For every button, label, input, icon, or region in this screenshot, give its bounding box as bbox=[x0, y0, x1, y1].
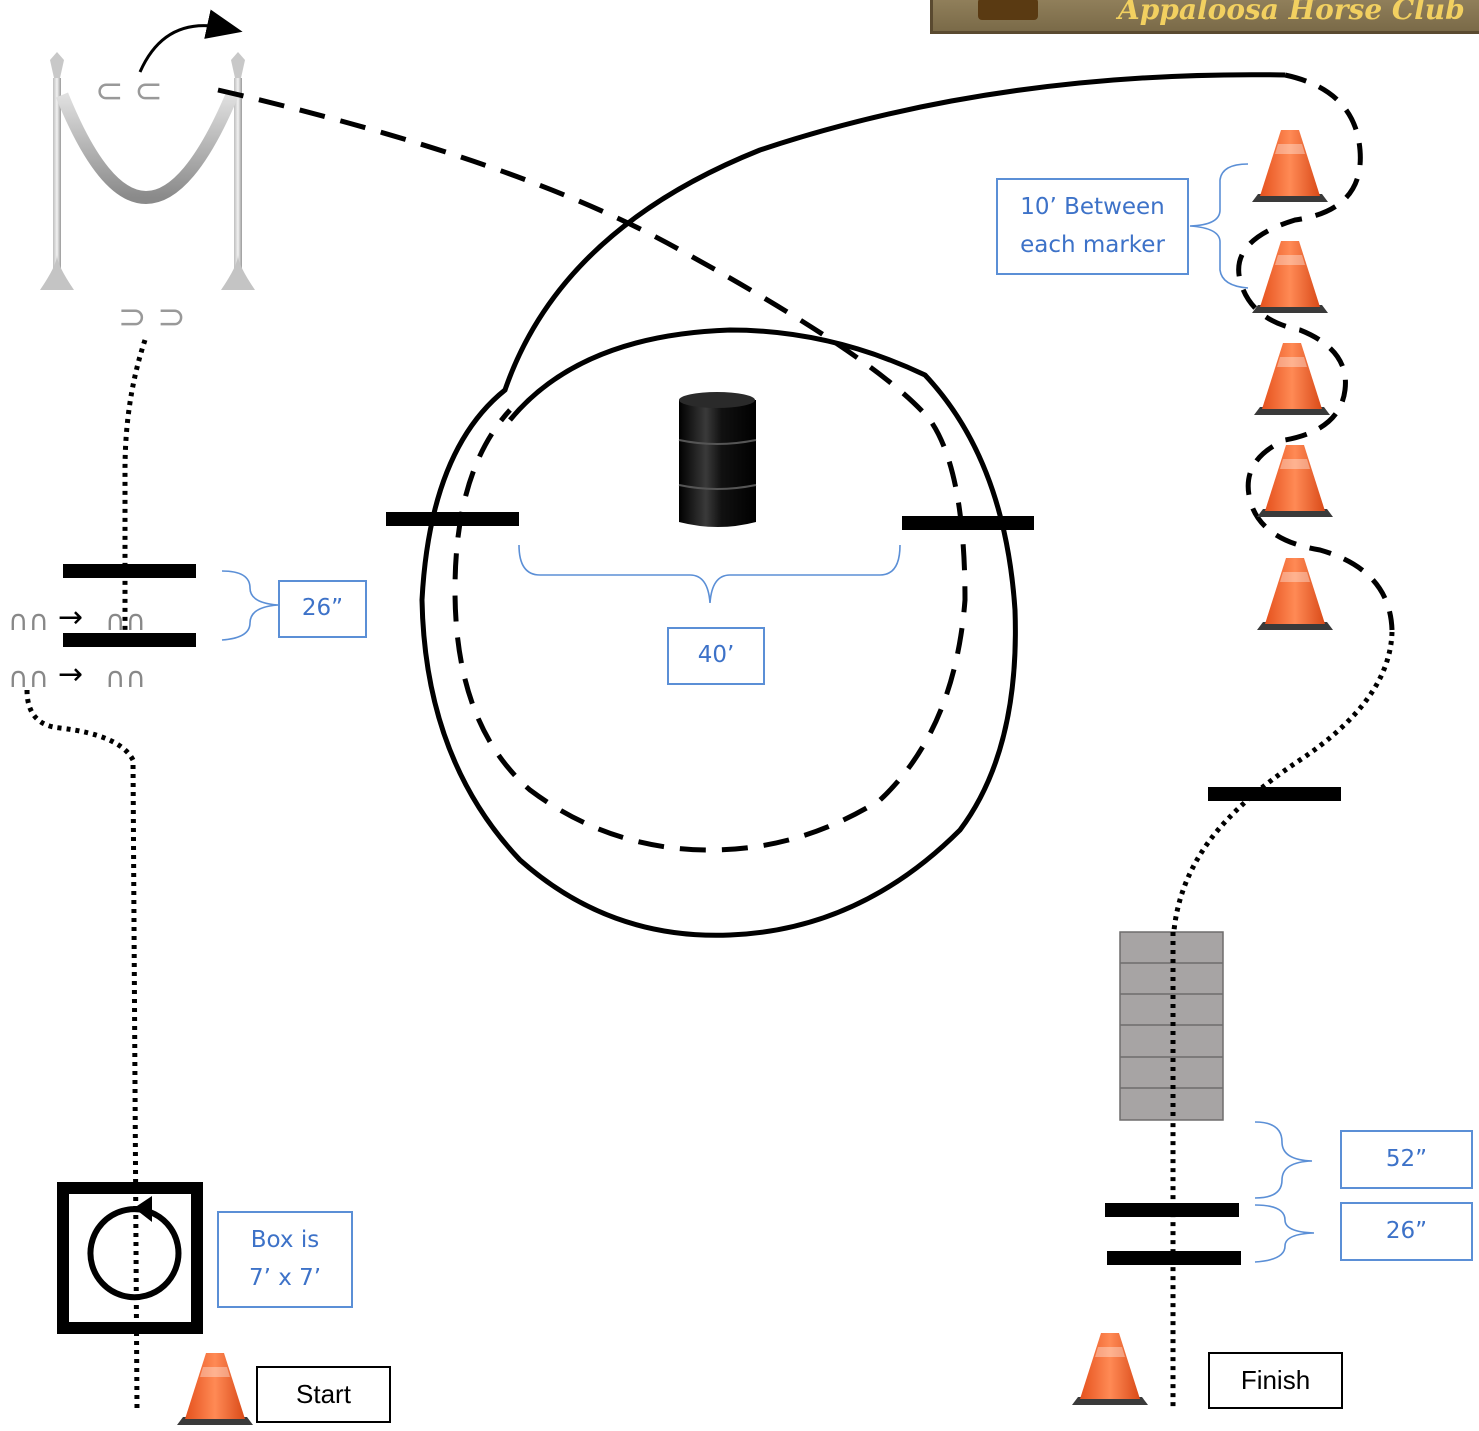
cone-icon bbox=[1072, 1333, 1148, 1405]
gate-pole bbox=[1107, 1251, 1241, 1265]
barrel-icon bbox=[678, 392, 757, 527]
cone-icon bbox=[1252, 130, 1328, 202]
box-size-line1: Box is bbox=[250, 1227, 320, 1254]
gate-width-left-label: 26” bbox=[278, 580, 367, 638]
path-solid bbox=[419, 72, 1286, 938]
arrow-icon: → bbox=[58, 657, 83, 692]
circle-diameter-label: 40’ bbox=[667, 627, 765, 685]
circle-diameter-text: 40’ bbox=[697, 642, 735, 669]
horseshoe-icon: ⊂ ⊂ bbox=[95, 71, 163, 111]
path-dotted-left-lower bbox=[24, 689, 140, 1411]
right-pole bbox=[1208, 787, 1341, 801]
horseshoe-arrow-row: ∩∩ → ∩∩ bbox=[8, 600, 146, 637]
logo: Appaloosa Horse Club bbox=[930, 0, 1479, 34]
gate-width-right-text: 26” bbox=[1385, 1217, 1428, 1244]
finish-label: Finish bbox=[1208, 1352, 1343, 1409]
start-text: Start bbox=[296, 1379, 351, 1409]
brace-bridge-gap bbox=[1254, 1121, 1313, 1199]
cone-icon bbox=[1257, 558, 1333, 630]
path-dotted-left bbox=[122, 339, 148, 630]
logo-mark-icon bbox=[978, 0, 1038, 20]
cone-icon bbox=[177, 1353, 253, 1425]
brace-circle bbox=[518, 544, 901, 604]
turn-arrow-icon bbox=[138, 9, 243, 73]
brace-gate-right bbox=[1254, 1204, 1315, 1263]
cone-icon bbox=[1254, 343, 1330, 415]
markers-spacing-label: 10’ Between each marker bbox=[996, 178, 1189, 275]
cone-icon bbox=[1257, 445, 1333, 517]
logo-text: Appaloosa Horse Club bbox=[1118, 0, 1465, 26]
gate-pole bbox=[63, 564, 196, 578]
start-label: Start bbox=[256, 1366, 391, 1423]
circle-pole-right bbox=[902, 516, 1034, 530]
horseshoe-icon: ∩∩ bbox=[8, 604, 49, 637]
turn-box bbox=[57, 1182, 203, 1334]
horseshoe-icon: ∩∩ bbox=[105, 661, 146, 694]
gate-pole bbox=[63, 633, 196, 647]
cone-icon bbox=[1252, 241, 1328, 313]
gate-width-left-text: 26” bbox=[301, 595, 344, 622]
horseshoe-arrow-row: ∩∩ → ∩∩ bbox=[8, 657, 146, 694]
brace-gate-left bbox=[221, 570, 279, 641]
arrow-icon: → bbox=[58, 600, 83, 635]
markers-spacing-line2: each marker bbox=[1020, 231, 1165, 258]
gate-pole bbox=[1105, 1203, 1239, 1217]
box-size-label: Box is 7’ x 7’ bbox=[217, 1211, 353, 1308]
gate-width-right-label: 26” bbox=[1340, 1202, 1473, 1261]
horseshoe-icon: ∩∩ bbox=[8, 661, 49, 694]
horseshoe-icon: ∩∩ bbox=[105, 604, 146, 637]
bridge-gap-label: 52” bbox=[1340, 1130, 1473, 1189]
brace-markers bbox=[1189, 163, 1249, 289]
circle-pole-left bbox=[386, 512, 519, 526]
markers-spacing-line1: 10’ Between bbox=[1020, 194, 1165, 221]
horseshoe-icon: ⊃ ⊃ bbox=[118, 297, 186, 337]
finish-text: Finish bbox=[1240, 1365, 1311, 1395]
bridge-gap-text: 52” bbox=[1385, 1145, 1428, 1172]
rope-gate bbox=[40, 52, 255, 290]
box-size-line2: 7’ x 7’ bbox=[248, 1264, 322, 1291]
path-serpentine bbox=[1236, 72, 1395, 631]
path-dashed bbox=[217, 87, 968, 853]
